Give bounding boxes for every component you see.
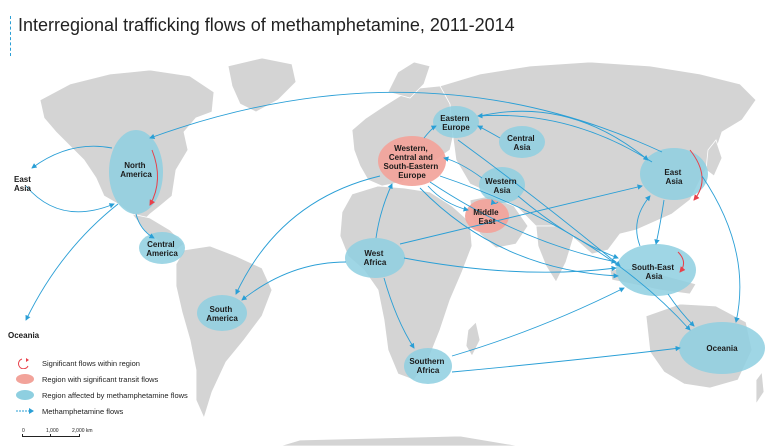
flow-weurope-to-seasia-b — [419, 187, 619, 279]
flow-westafrica-to-samerica — [241, 261, 347, 301]
label-western-asia: Western Asia — [485, 177, 519, 195]
legend-transit-label: Region with significant transit flows — [42, 374, 159, 384]
south-america — [175, 245, 273, 420]
within-flow-south-east-asia — [677, 251, 686, 273]
legend-row-transit: Region with significant transit flows — [14, 372, 158, 386]
greenland — [227, 57, 297, 113]
scale-label-0: 0 — [22, 428, 25, 434]
flow-westafrica-to-seasia — [403, 257, 617, 273]
label-central-asia: Central Asia — [507, 134, 537, 152]
transit-region-swatch-icon — [14, 373, 36, 385]
region-west-africa — [345, 238, 405, 278]
within-flow-north-america — [149, 149, 158, 206]
flow-westernasia-to-weurope — [443, 156, 483, 179]
label-western-europe: Western, Central and South-Eastern Europ… — [384, 144, 441, 180]
label-eastern-europe: Eastern Europe — [440, 114, 472, 132]
scale-tick-2000 — [79, 434, 80, 437]
label-east-asia: East Asia — [664, 168, 683, 186]
flow-arrow-icon — [14, 405, 36, 417]
flow-na-to-ca — [135, 213, 155, 239]
flow-eastasia-to-eeurope — [477, 113, 653, 163]
flow-seasia-to-oceania — [667, 293, 695, 327]
label-south-east-asia: South-East Asia — [632, 263, 676, 281]
legend-row-within: Significant flows within region — [14, 356, 140, 370]
new-zealand — [755, 370, 765, 406]
flow-weurope-to-eeurope — [423, 125, 437, 139]
flow-centralasia-to-eeurope — [477, 125, 501, 139]
flow-westafrica-to-weurope — [375, 183, 393, 239]
region-south-america — [197, 295, 247, 331]
region-western-europe — [378, 136, 446, 186]
region-central-asia — [499, 126, 545, 158]
label-west-africa: West Africa — [364, 249, 387, 267]
flow-weurope-to-middleeast — [427, 185, 469, 212]
scale-label-1000: 1,000 — [46, 428, 59, 434]
madagascar — [465, 321, 481, 357]
region-central-america — [139, 232, 185, 264]
label-south-america: South America — [206, 305, 238, 323]
flow-eastasia-to-oceania — [701, 175, 741, 323]
flow-eeurope-to-eastasia — [479, 110, 649, 161]
scale-tick-1000 — [50, 434, 51, 437]
india — [535, 225, 575, 283]
scale-bar: 0 1,000 2,000 km — [22, 428, 122, 442]
label-north-america: North America — [120, 161, 152, 179]
scale-label-2000: 2,000 km — [72, 428, 93, 434]
flow-southernafrica-to-oceania — [451, 345, 681, 373]
legend-row-flows: Methamphetamine flows — [14, 404, 123, 418]
label-southern-africa: Southern Africa — [409, 357, 446, 375]
flow-eastasia-to-seasia — [654, 199, 665, 245]
scale-tick-0 — [22, 434, 23, 437]
label-east-asia-left: East Asia — [14, 175, 33, 193]
region-north-america — [109, 130, 163, 214]
flow-eastasia-left-to-na — [25, 185, 115, 213]
region-south-east-asia — [616, 244, 696, 296]
flow-weurope-to-samerica — [235, 175, 381, 295]
label-middle-east: Middle East — [473, 208, 501, 226]
flow-eastasia-to-na — [149, 91, 663, 153]
legend-within-label: Significant flows within region — [42, 358, 140, 368]
within-flow-icon — [14, 357, 36, 370]
region-western-asia — [479, 167, 525, 203]
map-title: Interregional trafficking flows of metha… — [18, 15, 515, 35]
region-oceania — [679, 322, 765, 374]
legend-affected-label: Region affected by methamphetamine flows — [42, 390, 188, 400]
flow-seasia-to-eastasia — [636, 195, 651, 247]
legend-flows-label: Methamphetamine flows — [42, 406, 124, 416]
scale-line — [22, 436, 80, 437]
africa — [339, 185, 473, 381]
region-southern-africa — [404, 348, 452, 384]
flow-westernasia-to-middleeast — [490, 199, 499, 206]
scandinavia — [387, 61, 431, 99]
region-eastern-europe — [433, 106, 479, 138]
region-east-asia — [640, 148, 708, 200]
label-central-america: Central America — [146, 240, 178, 258]
flow-westafrica-to-southernafrica — [383, 277, 415, 349]
title-accent-line — [10, 16, 11, 56]
flow-weurope-to-seasia-a — [429, 181, 617, 264]
label-oceania: Oceania — [706, 344, 738, 353]
meth-flows — [25, 91, 741, 373]
flow-eeurope-to-seasia — [457, 139, 621, 267]
flow-southernafrica-to-seasia — [451, 287, 625, 357]
flow-weurope-to-oceania — [439, 175, 691, 331]
flow-na-to-oceania-left — [25, 203, 119, 321]
flow-na-to-eastasia-left — [31, 145, 113, 169]
label-oceania-left: Oceania — [8, 331, 40, 340]
legend-row-affected: Region affected by methamphetamine flows — [14, 388, 188, 402]
region-labels: North America Central America South Amer… — [8, 114, 738, 375]
antarctica-hint — [279, 435, 521, 446]
affected-regions — [109, 106, 765, 384]
affected-region-swatch-icon — [14, 389, 36, 401]
